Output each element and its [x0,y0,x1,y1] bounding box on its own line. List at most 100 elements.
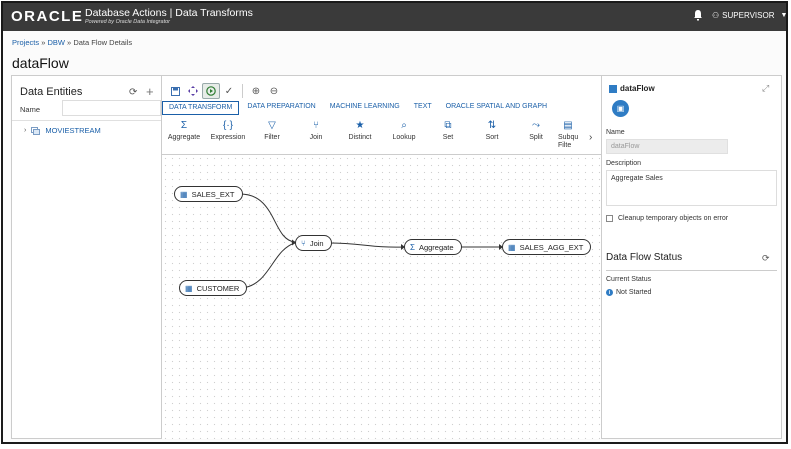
zoom-out-icon[interactable]: ⊖ [269,85,279,97]
name-field[interactable]: dataFlow [606,139,728,154]
operator-aggregate[interactable]: Σ Aggregate [162,118,206,152]
operator-label: Split [529,134,543,141]
operator-split[interactable]: ⤳ Split [514,118,558,152]
tab-text[interactable]: TEXT [413,103,432,110]
operator-sort[interactable]: ⇅ Sort [470,118,514,152]
sigma-icon: Σ [410,242,415,252]
operator-join[interactable]: ⑂ Join [294,118,338,152]
node-label: SALES_EXT [191,189,235,199]
sort-icon: ⇅ [487,119,497,131]
node-customer[interactable]: ▦ CUSTOMER [179,280,248,296]
tab-machine-learning[interactable]: MACHINE LEARNING [329,103,400,110]
cleanup-label: Cleanup temporary objects on error [618,215,729,222]
operator-label: Aggregate [167,134,201,141]
breadcrumb-separator: » [67,38,72,47]
filter-icon: ▽ [268,119,276,131]
name-filter-label: Name [20,105,41,114]
current-status: i Not Started [606,289,651,296]
validate-icon[interactable]: ✓ [224,85,234,97]
node-label: CUSTOMER [196,283,240,293]
cleanup-option[interactable]: Cleanup temporary objects on error [606,215,728,222]
status-title: Data Flow Status [606,252,683,263]
operator-filter[interactable]: ▽ Filter [250,118,294,152]
status-value: Not Started [616,289,652,296]
tree-item-moviestream[interactable]: › MOVIESTREAM [24,126,101,135]
operator-subquery-filter[interactable]: ▤ Subqu Filte [558,118,578,152]
data-flow-icon [609,84,617,93]
operator-lookup[interactable]: ⌕ Lookup [382,118,426,152]
properties-title: dataFlow [620,84,655,93]
tab-oracle-spatial-graph[interactable]: ORACLE SPATIAL AND GRAPH [445,103,548,110]
lookup-icon: ⌕ [401,119,407,131]
top-header: ORACLE Database Actions | Data Transform… [3,3,786,31]
execute-icon[interactable] [202,83,220,99]
divider [606,270,777,271]
refresh-icon[interactable]: ⟳ [762,253,770,263]
node-sales-agg-ext[interactable]: ▦ SALES_AGG_EXT [502,239,592,255]
node-aggregate[interactable]: Σ Aggregate [404,239,462,255]
breadcrumb: Projects » DBW » Data Flow Details [12,38,132,47]
split-icon: ⤳ [532,119,540,131]
schema-icon [31,126,41,135]
category-tabs: DATA TRANSFORM DATA PREPARATION MACHINE … [162,101,555,115]
user-menu[interactable]: ⚇ SUPERVISOR ▼ [712,11,788,20]
bell-icon[interactable] [693,9,703,21]
page-title: dataFlow [12,55,69,71]
expand-icon[interactable]: ⤢ [762,83,770,93]
braces-icon: {·} [222,119,233,131]
data-entities-panel: Data Entities ⟳ + Name › MOVIESTREAM [11,75,162,439]
operator-set[interactable]: ⧉ Set [426,118,470,152]
name-filter-input[interactable] [62,100,161,116]
breadcrumb-project[interactable]: DBW [47,38,65,47]
divider [12,120,162,121]
properties-panel: dataFlow ⤢ ▣ Name dataFlow Description A… [601,75,782,439]
operator-label: Subqu Filte [558,134,578,149]
node-join[interactable]: ⑂ Join [295,235,332,251]
description-label: Description [606,160,642,167]
chevron-right-icon[interactable]: › [24,127,27,134]
properties-header: dataFlow [609,84,655,93]
join-icon: ⑂ [301,238,306,248]
node-sales-ext[interactable]: ▦ SALES_EXT [174,186,243,202]
add-icon[interactable]: + [146,84,154,99]
tab-data-preparation[interactable]: DATA PREPARATION [247,103,316,110]
toolbar-divider [242,84,243,98]
table-icon: ▦ [185,283,193,293]
app-subtitle: Powered by Oracle Data Integrator [85,19,170,25]
operator-expression[interactable]: {·} Expression [206,118,250,152]
subquery-filter-icon: ▤ [563,119,573,131]
operators-palette: Σ Aggregate {·} Expression ▽ Filter ⑂ Jo… [162,118,600,152]
info-icon: i [606,289,613,296]
breadcrumb-projects[interactable]: Projects [12,38,40,47]
chevron-right-icon[interactable]: › [589,132,593,143]
node-label: SALES_AGG_EXT [519,242,584,252]
operator-label: Sort [485,134,499,141]
app-title: Database Actions | Data Transforms [85,7,253,19]
node-label: Join [309,238,324,248]
user-name: SUPERVISOR [722,11,775,20]
tree-item-label: MOVIESTREAM [45,126,101,135]
general-tab-icon[interactable]: ▣ [612,100,629,117]
description-field[interactable]: Aggregate Sales [606,170,777,206]
operator-label: Filter [264,134,280,141]
zoom-in-icon[interactable]: ⊕ [251,85,261,97]
operator-label: Set [442,134,454,141]
breadcrumb-separator: » [41,38,46,47]
save-icon[interactable] [166,83,184,99]
user-icon: ⚇ [712,11,720,20]
connections [239,193,503,289]
name-label: Name [606,129,625,136]
sigma-icon: Σ [180,119,188,131]
operator-distinct[interactable]: ★ Distinct [338,118,382,152]
data-flow-canvas[interactable]: ▦ SALES_EXT ▦ CUSTOMER ⑂ Join Σ Aggregat… [162,154,601,439]
cleanup-checkbox[interactable] [606,215,613,222]
refresh-icon[interactable]: ⟳ [129,87,138,98]
auto-arrange-icon[interactable] [184,83,202,99]
operator-label: Expression [210,134,246,141]
tab-data-transform[interactable]: DATA TRANSFORM [162,101,240,115]
node-label: Aggregate [418,242,454,252]
caret-down-icon: ▼ [780,12,788,19]
breadcrumb-current: Data Flow Details [73,38,133,47]
operator-label: Lookup [392,134,416,141]
